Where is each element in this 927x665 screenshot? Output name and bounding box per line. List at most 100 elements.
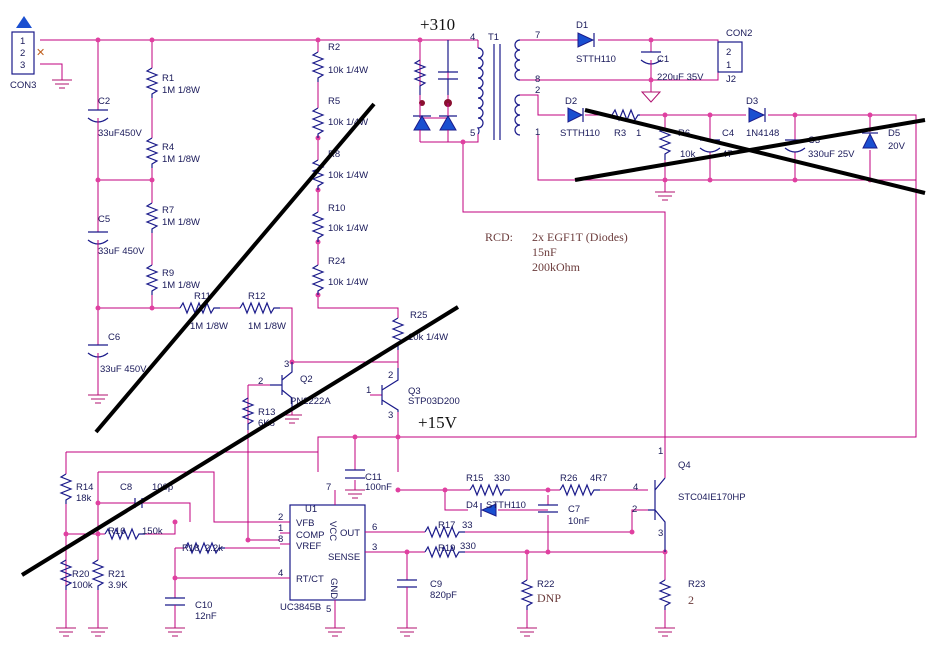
component-label: STTH110 — [486, 500, 526, 511]
capacitors — [87, 40, 806, 610]
component-label: RT/CT — [296, 574, 324, 585]
diode-rcd-1 — [413, 114, 431, 131]
ground-icon — [165, 627, 185, 637]
component-label: 10k 1/4W — [328, 170, 368, 181]
strike-line — [94, 102, 376, 434]
component-label: 2 — [726, 47, 731, 58]
component-label: 2x EGF1T (Diodes) — [532, 230, 628, 244]
ground-icon — [325, 627, 345, 637]
resistor-r21 — [91, 559, 105, 590]
component-label: 33uF 450V — [100, 364, 147, 375]
component-label: R11 — [194, 291, 211, 302]
component-label: R4 — [162, 142, 174, 153]
component-label: 1M 1/8W — [162, 85, 200, 96]
ground-icon — [655, 627, 675, 637]
resistor-r1 — [145, 67, 159, 98]
resistor-r13 — [241, 397, 255, 430]
component-label: C9 — [430, 579, 442, 590]
component-label: 3 — [372, 542, 377, 553]
component-label: R7 — [162, 205, 174, 216]
component-label: GND — [328, 578, 339, 599]
label-310v: +310 — [420, 15, 455, 34]
component-label: 10k — [680, 149, 696, 160]
component-label: R20 — [72, 569, 89, 580]
component-label: 220uF 35V — [657, 72, 704, 83]
component-label: C5 — [98, 214, 110, 225]
component-label: 1 — [658, 446, 663, 457]
label-15v: +15V — [418, 413, 458, 432]
resistor-r4 — [145, 137, 159, 168]
diode-d2 — [567, 107, 584, 123]
power-flag-icon — [16, 16, 32, 28]
component-label: 4 — [633, 482, 638, 493]
ground-icon — [88, 394, 108, 404]
component-label: 1 — [726, 60, 731, 71]
resistor-r18 — [184, 541, 225, 555]
component-label: 10k 1/4W — [328, 277, 368, 288]
component-label: 1 — [636, 128, 641, 139]
ground-icon — [56, 627, 76, 637]
component-label: 100k — [72, 580, 93, 591]
ground-icon — [88, 627, 108, 637]
component-label: R14 — [76, 482, 93, 493]
resistor-r11 — [179, 301, 220, 315]
component-label: 33uF450V — [98, 128, 143, 139]
component-label: 3 — [388, 410, 393, 421]
component-label: 10nF — [568, 516, 590, 527]
transformer-t1 — [476, 39, 521, 140]
component-label: 18k — [76, 493, 92, 504]
component-label: STP03D200 — [408, 396, 460, 407]
component-label: VREF — [296, 541, 322, 552]
component-label: R1 — [162, 73, 174, 84]
resistor-r16 — [104, 527, 145, 541]
ground-secondary-icon — [640, 91, 662, 103]
component-label: 2 — [388, 370, 393, 381]
component-label: 2 — [688, 593, 694, 607]
component-label: C11 — [365, 472, 382, 483]
component-label: 150k — [142, 526, 163, 537]
ground-icon — [517, 627, 537, 637]
component-label: 2 — [20, 48, 25, 59]
component-label: R8 — [328, 149, 340, 160]
component-label: 1 — [366, 385, 371, 396]
resistor-r10 — [311, 211, 325, 242]
component-label: R23 — [688, 579, 705, 590]
component-label: 2 — [278, 512, 283, 523]
component-label: PN2222A — [290, 396, 331, 407]
component-label: D3 — [746, 96, 758, 107]
component-label: R3 — [614, 128, 626, 139]
component-label: 7 — [326, 482, 331, 493]
component-label: 820pF — [430, 590, 457, 601]
component-label: 1 — [20, 36, 25, 47]
component-label: C4 — [722, 128, 734, 139]
component-label: OUT — [340, 528, 360, 539]
strike-line — [574, 118, 926, 182]
component-label: 2 — [632, 504, 637, 515]
resistor-r26 — [559, 483, 600, 497]
component-label: STTH110 — [576, 54, 616, 65]
ground-icon — [655, 191, 675, 201]
resistor-r23 — [658, 579, 672, 610]
resistor-r22 — [520, 579, 534, 610]
component-label: STC04IE170HP — [678, 492, 746, 503]
component-label: C2 — [98, 96, 110, 107]
diodes — [413, 32, 878, 517]
component-label: C1 — [657, 54, 669, 65]
rcd-note: RCD: 2x EGF1T (Diodes) 15nF 200kOhm — [485, 230, 628, 274]
component-label: R13 — [258, 407, 275, 418]
component-label: R24 — [328, 256, 345, 267]
component-label: SENSE — [328, 552, 360, 563]
component-label: 5 — [470, 128, 475, 139]
resistor-r8 — [311, 159, 325, 190]
component-label: R21 — [108, 569, 125, 580]
component-label: 2.2k — [205, 543, 223, 554]
resistor-r17 — [424, 525, 465, 539]
component-label: 100nF — [365, 482, 392, 493]
component-label: T1 — [488, 32, 499, 43]
component-label: R15 — [466, 473, 483, 484]
resistor-r5 — [311, 107, 325, 138]
con2-label: CON2 — [726, 28, 752, 39]
resistor-r24 — [311, 264, 325, 295]
component-label: R12 — [248, 291, 265, 302]
